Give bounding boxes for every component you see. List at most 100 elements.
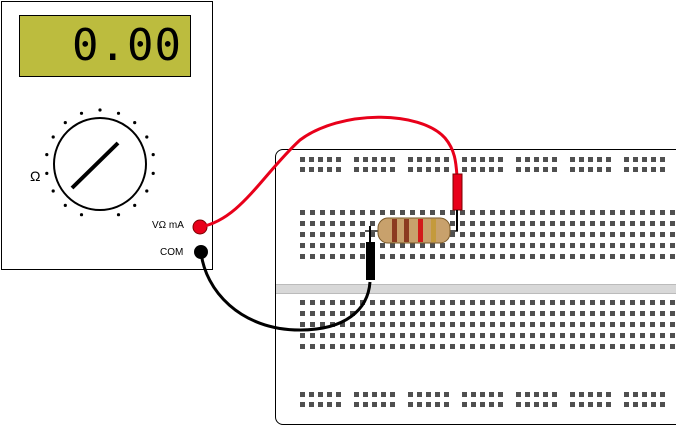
breadboard-hole	[480, 392, 485, 397]
breadboard-hole	[489, 402, 494, 407]
breadboard-hole	[390, 322, 395, 327]
breadboard-hole	[440, 333, 445, 338]
breadboard-hole	[336, 157, 341, 162]
breadboard-hole	[470, 210, 475, 215]
breadboard-hole	[633, 157, 638, 162]
breadboard-hole	[520, 344, 525, 349]
breadboard-hole	[570, 210, 575, 215]
breadboard-hole	[606, 167, 611, 172]
breadboard-hole	[660, 311, 665, 316]
breadboard-hole	[670, 232, 675, 237]
breadboard-hole	[500, 221, 505, 226]
breadboard-hole	[370, 232, 375, 237]
breadboard-hole	[543, 402, 548, 407]
breadboard-hole	[400, 333, 405, 338]
breadboard-hole	[620, 344, 625, 349]
breadboard-hole	[336, 167, 341, 172]
breadboard-hole	[480, 157, 485, 162]
breadboard-hole	[320, 300, 325, 305]
dial-marker	[79, 111, 84, 115]
breadboard-hole	[500, 311, 505, 316]
breadboard-hole	[380, 311, 385, 316]
breadboard-hole	[340, 210, 345, 215]
breadboard-hole	[420, 243, 425, 248]
breadboard-hole	[408, 402, 413, 407]
jack-vohm-label: VΩ mA	[152, 220, 184, 231]
resistor[interactable]	[377, 217, 451, 244]
breadboard-hole	[530, 322, 535, 327]
breadboard-hole	[300, 333, 305, 338]
breadboard-hole	[350, 344, 355, 349]
breadboard-hole	[480, 210, 485, 215]
breadboard-hole	[363, 157, 368, 162]
breadboard-hole	[370, 333, 375, 338]
breadboard-hole	[650, 344, 655, 349]
breadboard-hole	[490, 232, 495, 237]
breadboard-hole	[650, 232, 655, 237]
breadboard-center-channel	[276, 284, 676, 294]
breadboard-hole	[624, 392, 629, 397]
breadboard-hole	[640, 232, 645, 237]
breadboard-hole	[550, 254, 555, 259]
breadboard-hole	[300, 157, 305, 162]
breadboard-hole	[570, 311, 575, 316]
breadboard-hole	[444, 402, 449, 407]
breadboard-hole	[354, 167, 359, 172]
breadboard-hole	[363, 402, 368, 407]
breadboard-hole	[588, 167, 593, 172]
breadboard-hole	[620, 300, 625, 305]
breadboard-hole	[360, 311, 365, 316]
breadboard-hole	[534, 167, 539, 172]
breadboard-hole	[330, 254, 335, 259]
breadboard-hole	[600, 243, 605, 248]
breadboard-hole	[430, 243, 435, 248]
breadboard-hole	[580, 232, 585, 237]
breadboard-hole	[440, 322, 445, 327]
breadboard-hole	[435, 392, 440, 397]
breadboard-hole	[600, 254, 605, 259]
breadboard-hole	[530, 232, 535, 237]
breadboard-hole	[520, 221, 525, 226]
breadboard-hole	[420, 300, 425, 305]
red-test-lead[interactable]	[199, 115, 459, 229]
breadboard-hole	[370, 322, 375, 327]
breadboard-hole	[300, 344, 305, 349]
red-probe[interactable]	[452, 173, 463, 231]
breadboard-hole	[460, 243, 465, 248]
black-test-lead[interactable]	[199, 251, 372, 332]
breadboard-hole	[540, 210, 545, 215]
breadboard-hole	[462, 402, 467, 407]
breadboard-hole	[318, 402, 323, 407]
breadboard-hole	[300, 243, 305, 248]
selector-dial[interactable]	[53, 117, 147, 211]
dial-marker	[133, 121, 137, 125]
breadboard-hole	[579, 157, 584, 162]
breadboard-hole	[340, 322, 345, 327]
breadboard-hole	[480, 333, 485, 338]
breadboard-hole	[450, 344, 455, 349]
breadboard-hole	[480, 322, 485, 327]
breadboard-hole	[590, 243, 595, 248]
breadboard-hole	[370, 300, 375, 305]
breadboard-hole	[360, 254, 365, 259]
breadboard-hole	[381, 392, 386, 397]
ohm-symbol-label: Ω	[30, 168, 41, 184]
breadboard-hole	[410, 243, 415, 248]
breadboard-hole	[410, 210, 415, 215]
breadboard-hole	[660, 157, 665, 162]
breadboard-hole	[309, 157, 314, 162]
breadboard-hole	[525, 402, 530, 407]
breadboard-hole	[320, 322, 325, 327]
black-probe[interactable]	[366, 226, 375, 280]
breadboard-hole	[460, 311, 465, 316]
breadboard-hole	[530, 221, 535, 226]
breadboard-hole	[630, 243, 635, 248]
breadboard-hole	[410, 322, 415, 327]
breadboard-hole	[350, 311, 355, 316]
breadboard-hole	[606, 392, 611, 397]
breadboard-hole	[372, 402, 377, 407]
breadboard-hole	[540, 232, 545, 237]
breadboard-hole	[642, 402, 647, 407]
breadboard-hole	[552, 157, 557, 162]
breadboard-hole	[550, 243, 555, 248]
